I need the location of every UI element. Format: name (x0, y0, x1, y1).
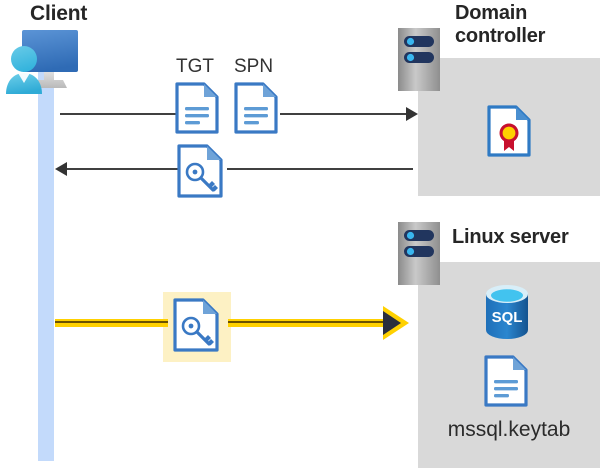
server-rack-icon (398, 28, 440, 91)
response-flow-arrowhead (55, 162, 67, 176)
keytab-document-icon (484, 355, 528, 407)
client-lifeline (38, 72, 54, 461)
response-flow-line-right (227, 168, 413, 170)
certificate-document-icon (487, 105, 531, 157)
request-flow-line-left (60, 113, 178, 115)
tgt-label: TGT (176, 56, 214, 77)
keytab-file-label: mssql.keytab (447, 418, 571, 441)
linux-server-label: Linux server (452, 226, 569, 248)
domain-controller-label: Domain controller (455, 2, 546, 47)
sql-database-icon: SQL (482, 285, 532, 339)
tgt-text-document-icon (175, 82, 219, 134)
client-label: Client (30, 2, 88, 25)
spn-label: SPN (234, 56, 274, 77)
spn-text-document-icon (234, 82, 278, 134)
response-flow-line-left (60, 168, 178, 170)
service-ticket-line-left (55, 319, 168, 327)
request-flow-arrowhead (406, 107, 418, 121)
key-document-icon (177, 144, 223, 198)
sql-database-text: SQL (492, 309, 523, 326)
user-with-monitor-icon (4, 26, 96, 98)
service-ticket-line-right (228, 319, 385, 327)
key-document-icon (173, 297, 219, 353)
server-rack-icon (398, 222, 440, 285)
service-ticket-arrowhead-inner (383, 311, 401, 335)
request-flow-line-right (280, 113, 413, 115)
